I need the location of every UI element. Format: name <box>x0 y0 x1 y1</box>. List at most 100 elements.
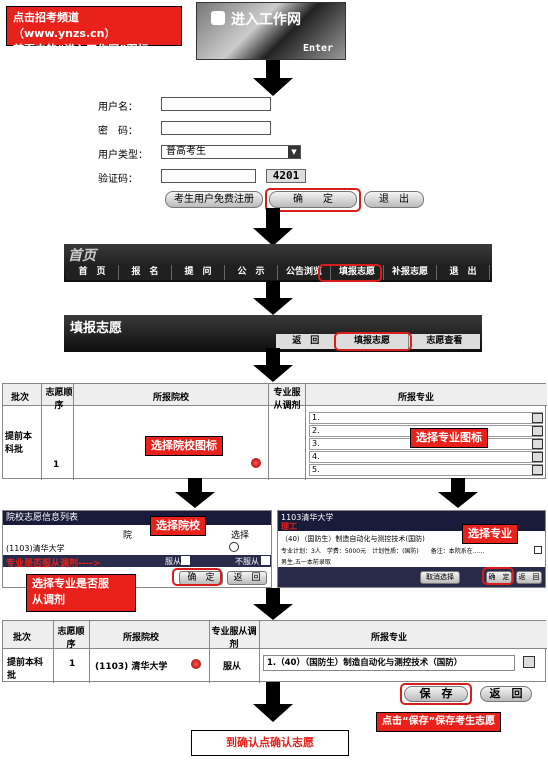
edit-icon[interactable] <box>523 656 535 668</box>
nav-bar2-title: 填报志愿 <box>70 321 123 336</box>
edit-icon[interactable] <box>532 452 543 462</box>
nav-bar-apply: 填报志愿 返 回 填报志愿 志愿查看 <box>64 315 482 352</box>
callout-confirm: 到确认点确认志愿 <box>191 730 349 756</box>
school-radio[interactable] <box>229 542 239 552</box>
username-input[interactable] <box>161 97 271 111</box>
captcha-label: 验证码： <box>98 174 138 185</box>
major-dialog: 1103清华大学 理工 （40）（国防生）制造自动化与测控技术(国防) 专业计划… <box>277 510 546 588</box>
nav-item[interactable]: 公 示 <box>225 265 278 280</box>
down-arrow-icon <box>253 281 293 315</box>
nav2-apply[interactable]: 填报志愿 <box>336 334 409 349</box>
nav-item[interactable]: 补报志愿 <box>384 265 437 280</box>
nav-bar-home: 首页 首 页报 名提 问公 示公告浏览填报志愿补报志愿退 出 <box>64 244 492 282</box>
nav2-view[interactable]: 志愿查看 <box>426 336 463 346</box>
school-dialog-col2: 选择 <box>231 531 250 541</box>
th-order: 志愿顺序 <box>45 388 73 411</box>
school-dialog-obey-text: 专业是否服从调剂----> <box>6 559 101 569</box>
callout-top-line1: 点击招考频道（www.ynzs.cn） <box>13 11 116 40</box>
td2-obey: 服从 <box>223 662 242 672</box>
captcha-input[interactable] <box>161 169 256 183</box>
save-button[interactable]: 保 存 <box>404 686 468 702</box>
usertype-select[interactable]: 普高考生 ▼ <box>161 145 301 159</box>
edit-icon[interactable] <box>532 439 543 449</box>
edit-icon[interactable] <box>532 413 543 423</box>
back-button[interactable]: 返 回 <box>480 686 532 702</box>
obey-label: 服从 <box>165 557 181 566</box>
major-row-label: 3. <box>312 439 320 448</box>
callout-choose-major: 选择专业 <box>462 524 518 544</box>
callout-major-icon: 选择专业图标 <box>410 428 488 448</box>
edit-icon[interactable] <box>532 426 543 436</box>
th-batch: 批次 <box>11 393 30 403</box>
major-row: 1. <box>309 412 543 424</box>
nav2-highlight <box>334 332 412 351</box>
password-input[interactable] <box>161 121 271 135</box>
major-back-button[interactable]: 返 回 <box>516 571 542 584</box>
callout-top: 点击招考频道（www.ynzs.cn） 首页中的“进入工作网”图标 <box>6 6 182 56</box>
th2-school: 所报院校 <box>123 633 160 643</box>
save-highlight <box>400 683 472 705</box>
callout-obey-line2: 从调剂 <box>32 593 65 606</box>
edit-icon[interactable] <box>532 465 543 475</box>
td2-school: (1103) 清华大学 <box>95 662 168 672</box>
th2-obey: 专业服从调剂 <box>211 627 257 650</box>
nav-item[interactable]: 填报志愿 <box>331 265 384 280</box>
nav-item[interactable]: 退 出 <box>437 265 490 280</box>
td-batch: 提前本科批 <box>5 432 33 455</box>
not-obey-label: 不服从 <box>235 557 259 566</box>
school-dialog-school: (1103)清华大学 <box>6 544 65 553</box>
down-arrow-icon <box>253 588 293 620</box>
major-checkbox[interactable] <box>534 546 542 554</box>
username-label: 用户名： <box>98 102 138 113</box>
nav-item[interactable]: 提 问 <box>172 265 225 280</box>
nav-highlight <box>318 264 382 282</box>
nav2-back[interactable]: 返 回 <box>276 334 337 349</box>
usertype-label: 用户类型： <box>98 150 148 161</box>
callout-top-line2: 首页中的“进入工作网”图标 <box>13 43 149 56</box>
school-ok-highlight <box>172 568 222 586</box>
enter-work-net-banner[interactable]: 进入工作网 Enter <box>196 2 346 60</box>
major-cancel-button[interactable]: 取消选择 <box>420 571 460 584</box>
callout-save: 点击“保存”保存考生志愿 <box>376 712 502 732</box>
nav-item[interactable]: 公告浏览 <box>278 265 331 280</box>
school-select-icon[interactable] <box>251 458 261 468</box>
nav-items: 首 页报 名提 问公 示公告浏览填报志愿补报志愿退 出 <box>66 265 490 280</box>
th-school: 所报院校 <box>153 393 190 403</box>
th-obey: 专业服从调剂 <box>273 388 301 411</box>
exit-button[interactable]: 退 出 <box>364 191 424 208</box>
banner-title: 进入工作网 <box>231 12 301 28</box>
school-dialog: 院校志愿信息列表 院 选择 (1103)清华大学 专业是否服从调剂----> 服… <box>2 510 272 588</box>
not-obey-checkbox[interactable] <box>261 556 270 565</box>
major-row-label: 1. <box>312 413 320 422</box>
nav-item[interactable]: 报 名 <box>119 265 172 280</box>
password-label: 密 码： <box>98 126 138 137</box>
down-arrow-icon <box>253 348 293 382</box>
confirm-highlight <box>265 188 361 212</box>
major-row-label: 2. <box>312 426 320 435</box>
school-back-button[interactable]: 返 回 <box>227 571 267 585</box>
nav-item[interactable]: 首 页 <box>66 265 119 280</box>
th2-order: 志愿顺序 <box>57 627 85 650</box>
th-major: 所报专业 <box>398 393 435 403</box>
th2-batch: 批次 <box>13 633 32 643</box>
td-order: 1 <box>53 460 60 470</box>
callout-school-icon: 选择院校图标 <box>145 436 223 456</box>
major-row: 5. <box>309 464 543 476</box>
major-row-label: 4. <box>312 452 320 461</box>
td2-major: 1.（40）（国防生）制造自动化与测控技术（国防） <box>263 655 515 671</box>
down-arrow-icon <box>253 60 293 96</box>
down-arrow-icon <box>253 208 293 246</box>
major-dialog-school: 1103清华大学 <box>281 513 334 522</box>
register-button[interactable]: 考生用户免费注册 <box>165 191 263 208</box>
down-arrow-icon <box>438 478 478 508</box>
down-arrow-icon <box>175 478 215 508</box>
down-arrow-icon <box>253 682 293 722</box>
chevron-down-icon[interactable]: ▼ <box>288 146 300 158</box>
school-select-icon[interactable] <box>191 659 201 669</box>
callout-obey: 选择专业是否服 从调剂 <box>26 574 136 612</box>
major-ok-highlight <box>482 567 514 585</box>
obey-checkbox[interactable] <box>181 556 190 565</box>
nav2-items: 返 回 填报志愿 志愿查看 <box>276 334 480 349</box>
banner-enter-text: Enter <box>303 43 334 54</box>
confirm-button[interactable]: 确 定 <box>269 191 357 208</box>
